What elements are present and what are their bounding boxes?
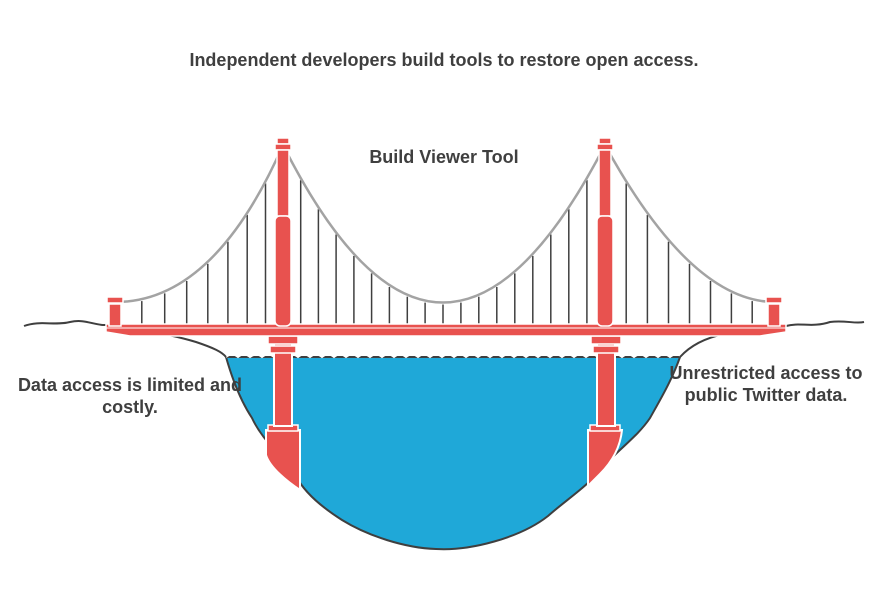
bridge-label: Build Viewer Tool: [369, 147, 519, 167]
right-tower: [596, 137, 614, 327]
left-end-post: [106, 296, 124, 327]
right-pier-cap: [590, 335, 622, 345]
right-side-label: Unrestricted access to public Twitter da…: [669, 363, 863, 405]
main-cable: [117, 142, 774, 304]
left-pier-base: [265, 424, 301, 492]
headline: Independent developers build tools to re…: [189, 50, 699, 70]
right-pier-base: [587, 424, 624, 489]
suspender-cables: [141, 180, 753, 324]
left-pier-collar: [269, 345, 297, 354]
right-pier-collar: [592, 345, 620, 354]
left-tower: [274, 137, 292, 327]
bridge-deck: [105, 323, 787, 337]
left-pier-cap: [267, 335, 299, 345]
right-end-post: [765, 296, 783, 327]
left-side-label: Data access is limited and costly.: [17, 375, 243, 417]
